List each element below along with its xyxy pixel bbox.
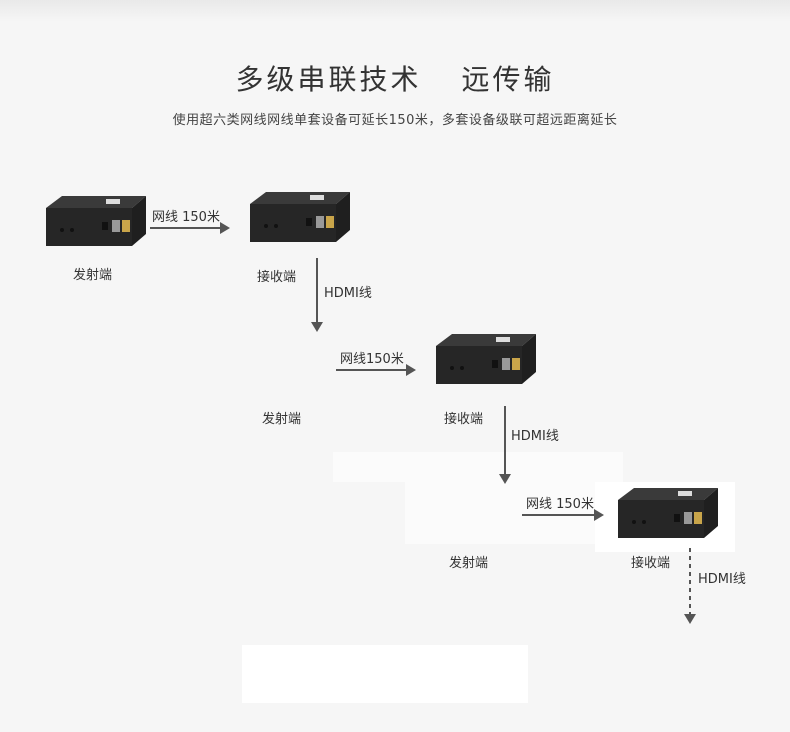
- stage2-hdmi-arrow: [499, 406, 511, 484]
- stage1-hdmi-label: HDMI线: [324, 286, 372, 301]
- stage2-hdmi-label: HDMI线: [511, 429, 559, 444]
- receiver-device: [432, 332, 538, 384]
- stage3-rx-label: 接收端: [631, 556, 671, 571]
- stage1-tx-label: 发射端: [73, 268, 113, 283]
- stage2-tx-label: 发射端: [262, 412, 302, 427]
- receiver-device: [246, 190, 352, 242]
- transmitter-device: [42, 194, 148, 246]
- title-right: 远传输: [461, 63, 555, 96]
- stage3-hdmi-label: HDMI线: [698, 572, 746, 587]
- top-shadow: [0, 0, 790, 22]
- extender-box-icon: [46, 196, 146, 246]
- stage3-tx-label: 发射端: [449, 556, 489, 571]
- stage3-hdmi-arrow: [684, 548, 696, 624]
- extender-box-icon: [618, 488, 718, 538]
- page-subtitle: 使用超六类网线网线单套设备可延长150米，多套设备级联可超远距离延长: [172, 113, 618, 128]
- extender-box-icon: [250, 192, 350, 242]
- stage3-cable-arrow: [522, 509, 604, 521]
- page-title: 多级串联技术 远传输: [0, 58, 790, 98]
- stage1-cable-arrow: [150, 222, 230, 234]
- stage1-rx-label: 接收端: [257, 270, 297, 285]
- blank-panel: [242, 645, 528, 703]
- stage2-cable-label: 网线150米: [340, 352, 404, 367]
- stage2-cable-arrow: [336, 364, 416, 376]
- title-left: 多级串联技术: [235, 63, 422, 96]
- stage1-hdmi-arrow: [311, 258, 323, 332]
- bg-patch: [333, 452, 623, 482]
- extender-box-icon: [436, 334, 536, 384]
- receiver-device: [614, 486, 720, 538]
- stage2-rx-label: 接收端: [444, 412, 484, 427]
- stage3-cable-label: 网线 150米: [526, 497, 594, 512]
- stage1-cable-label: 网线 150米: [152, 210, 220, 225]
